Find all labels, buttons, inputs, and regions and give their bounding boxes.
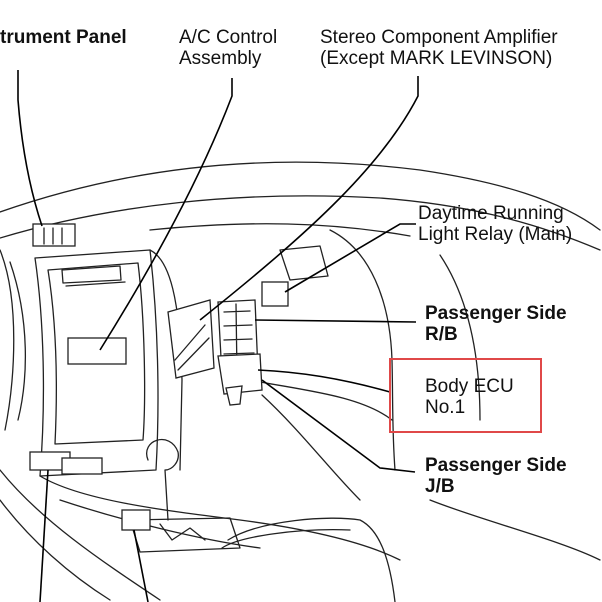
label-body-ecu: Body ECU No.1 (425, 376, 514, 418)
leader-instrument-panel (17, 70, 43, 227)
daytime-running-relay-part (261, 281, 289, 307)
highlight-box (389, 358, 542, 433)
vent-right (279, 245, 329, 281)
leader-jb (261, 379, 416, 473)
dash-right-edge (329, 229, 396, 471)
leader-drl (284, 223, 416, 293)
armrest (227, 517, 396, 602)
center-stack-outer (34, 249, 159, 477)
label-passenger-side-rb: Passenger Side R/B (425, 303, 567, 345)
dash-top-line (0, 195, 601, 251)
body-ecu-part (217, 353, 263, 395)
console-floor (0, 469, 161, 601)
ac-control-assembly-part (67, 337, 127, 365)
leader-bottom-left (39, 469, 49, 602)
leader-ecu (257, 369, 391, 393)
armrest-top (221, 529, 351, 549)
dash-right-panel (439, 254, 481, 421)
instrument-panel-connector (32, 223, 76, 247)
label-daytime-running-light-relay: Daytime Running Light Relay (Main) (418, 203, 573, 245)
center-stack-vent (61, 265, 122, 284)
passenger-side-rb-cells (223, 303, 255, 375)
shifter-knob (146, 439, 179, 521)
instrument-panel-connector-pins (43, 227, 63, 245)
console-floor-2 (0, 499, 111, 601)
center-stack-vent-2 (65, 281, 126, 287)
dash-top-line-2 (149, 223, 411, 237)
passenger-side-jb-bracket (225, 385, 243, 406)
center-stack-inner (47, 262, 146, 445)
label-passenger-side-jb: Passenger Side J/B (425, 455, 567, 497)
label-ac-control-assembly: A/C Control Assembly (179, 27, 278, 69)
floor-line (261, 394, 361, 501)
windshield-line (0, 161, 601, 231)
leader-stereo (199, 76, 419, 321)
stereo-amplifier-detail (174, 324, 210, 371)
left-connector-2 (61, 457, 103, 475)
leader-rb (254, 319, 417, 323)
label-stereo-component-amplifier: Stereo Component Amplifier (Except MARK … (320, 27, 558, 69)
leader-bottom-mid (133, 529, 149, 602)
leader-ac-control (99, 78, 233, 351)
steering-column-left (0, 249, 15, 431)
label-instrument-panel: trument Panel (0, 27, 127, 48)
seat-right (429, 499, 601, 561)
center-console (39, 475, 401, 561)
shifter-gate (159, 523, 206, 541)
center-console-2 (59, 499, 261, 549)
steering-column-left-2 (9, 261, 27, 421)
stereo-amplifier-part (167, 299, 215, 379)
console-connector (121, 509, 151, 531)
